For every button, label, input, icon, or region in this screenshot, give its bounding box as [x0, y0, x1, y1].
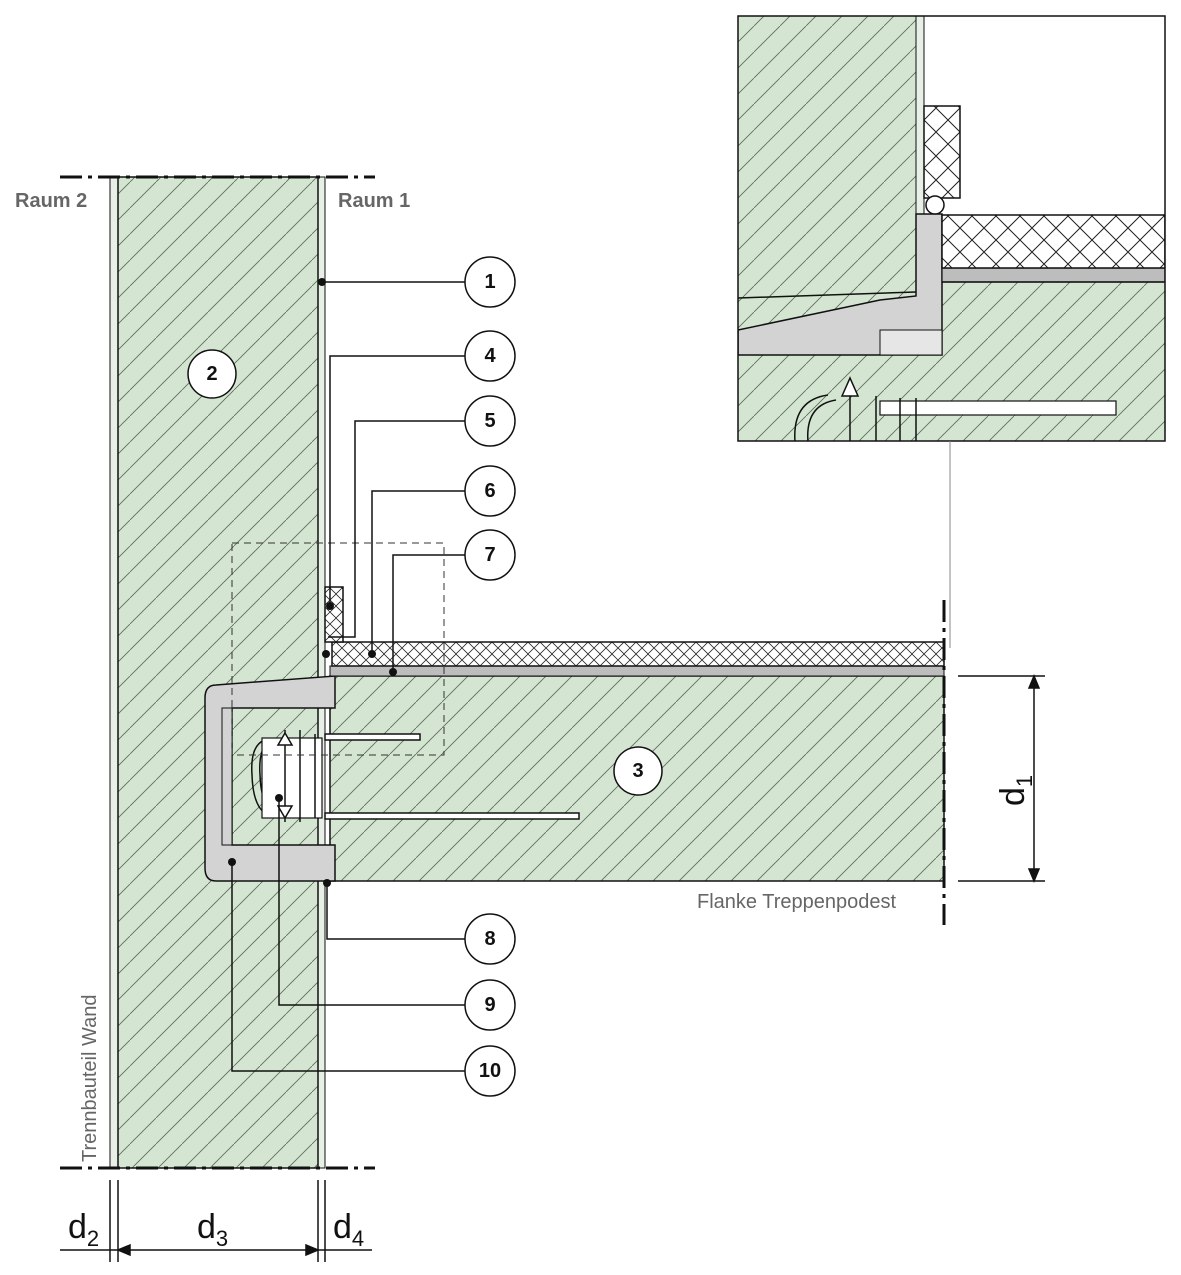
pocket-inner-edge [221, 707, 233, 846]
d3-label: d3 [197, 1208, 228, 1251]
separating-wall [117, 176, 319, 1169]
callout-6-text: 6 [484, 480, 495, 502]
dimension-bottom [60, 1180, 372, 1262]
detail-inset [737, 15, 1166, 648]
callout-4: 4 [464, 330, 516, 382]
leader-lines [231, 281, 465, 1072]
separation-layer [329, 665, 945, 677]
wall-label: Trennbauteil Wand [79, 995, 101, 1163]
part-marker-wall: 2 [187, 349, 237, 399]
leader-dots [228, 278, 397, 887]
d4-label: d4 [333, 1208, 364, 1251]
callout-10: 10 [464, 1045, 516, 1097]
callout-7: 7 [464, 529, 516, 581]
callout-1-text: 1 [484, 271, 495, 293]
callout-8-text: 8 [484, 928, 495, 950]
callout-9-text: 9 [484, 994, 495, 1016]
edge-insulation-strip [324, 586, 344, 643]
d4-sub: 4 [352, 1226, 364, 1251]
part-marker-landing: 3 [613, 746, 663, 796]
callout-5: 5 [464, 395, 516, 447]
d2-label: d2 [68, 1208, 99, 1251]
callout-6: 6 [464, 465, 516, 517]
callout-1: 1 [464, 256, 516, 308]
isokorb-connector [251, 730, 580, 822]
d2-sub: 2 [87, 1226, 99, 1251]
callout-10-text: 10 [479, 1060, 501, 1082]
d1-sub: 1 [1012, 775, 1037, 787]
callout-5-text: 5 [484, 410, 495, 432]
callout-4-text: 4 [484, 345, 496, 367]
d4-main: d [333, 1208, 352, 1246]
detail-frame [231, 542, 445, 756]
part-landing-text: 3 [632, 760, 643, 782]
d3-sub: 3 [216, 1226, 228, 1251]
plaster-left [109, 176, 119, 1169]
d2-main: d [68, 1208, 87, 1246]
room1-label: Raum 1 [338, 190, 410, 212]
room2-label: Raum 2 [15, 190, 87, 212]
flank-label: Flanke Treppenpodest [697, 891, 896, 913]
d1-label: d1 [994, 775, 1037, 806]
part-wall-text: 2 [206, 363, 217, 385]
d3-main: d [197, 1208, 216, 1246]
d1-main: d [994, 787, 1032, 806]
impact-sound-insulation [331, 641, 945, 667]
callout-9: 9 [464, 979, 516, 1031]
callout-7-text: 7 [484, 544, 495, 566]
dimension-d1 [958, 674, 1045, 883]
plaster-right [317, 176, 326, 1169]
callout-8: 8 [464, 913, 516, 965]
